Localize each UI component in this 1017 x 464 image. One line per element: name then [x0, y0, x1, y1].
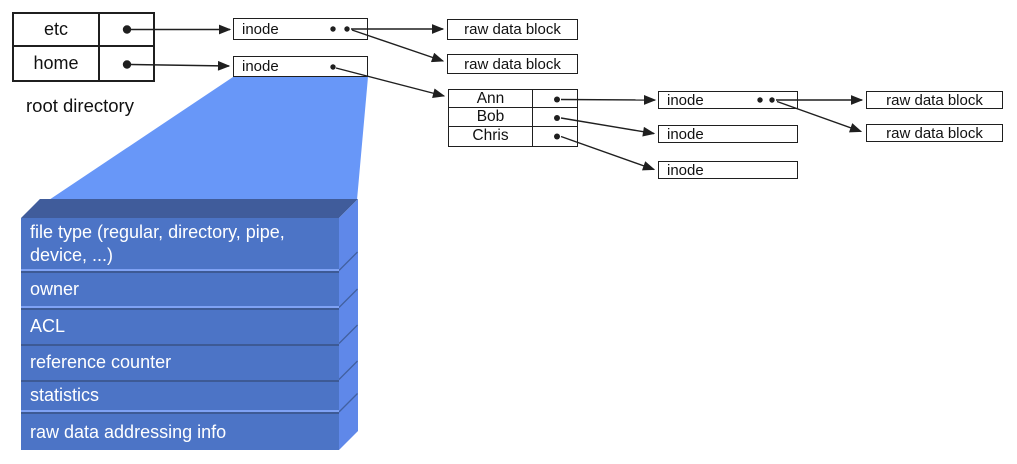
- dot-ann: [554, 96, 560, 103]
- directory-entry-name: etc: [14, 14, 100, 47]
- dot-inode2: [330, 64, 336, 70]
- inode-field-row: ACL: [21, 307, 339, 344]
- directory-entry-name: Bob: [449, 108, 533, 127]
- raw-data-block-box: raw data block: [866, 124, 1003, 142]
- inode-box: inode: [658, 125, 798, 143]
- raw-data-block-box: raw data block: [866, 91, 1003, 109]
- inode-box: inode: [233, 18, 368, 40]
- pointer-dots: [122, 25, 775, 140]
- pointer-cell: [100, 14, 153, 47]
- arrow-inode-to-rawblock-4: [776, 100, 863, 133]
- dot-etc: [122, 25, 132, 34]
- raw-data-block-box: raw data block: [447, 54, 578, 74]
- arrow-ann-to-inode: [560, 95, 657, 105]
- dot-inode3-a: [757, 97, 763, 103]
- arrow-chris-to-inode: [560, 135, 656, 171]
- home-directory-table: Ann Bob Chris: [448, 89, 578, 147]
- inode-field-row: reference counter: [21, 343, 339, 380]
- dot-bob: [554, 115, 560, 121]
- inode-structure-stack: file type (regular, directory, pipe, dev…: [21, 218, 339, 450]
- pointer-cell: [533, 108, 577, 127]
- pointer-cell: [100, 47, 153, 80]
- directory-entry-name: Chris: [449, 126, 533, 146]
- dot-inode1-b: [344, 26, 350, 32]
- magnifier-funnel: [22, 77, 368, 218]
- inode-field-row: raw data addressing info: [21, 412, 339, 450]
- directory-entry-name: Ann: [449, 90, 533, 109]
- inode-box: inode: [658, 91, 798, 109]
- pointer-cell: [533, 127, 577, 146]
- dot-home: [122, 60, 132, 69]
- dot-inode1-a: [330, 26, 336, 32]
- dot-inode3-b: [769, 97, 775, 103]
- dot-chris: [554, 133, 560, 140]
- arrow-home-to-inode: [130, 60, 231, 71]
- pointer-cell: [533, 90, 577, 109]
- inode-box: inode: [233, 56, 368, 77]
- stack-side-face: [339, 199, 358, 450]
- root-directory-label: root directory: [26, 95, 134, 116]
- raw-data-block-box: raw data block: [447, 19, 578, 40]
- inode-field-row: file type (regular, directory, pipe, dev…: [21, 218, 339, 269]
- inode-field-row: owner: [21, 270, 339, 306]
- stack-side-divider-lines: [338, 251, 358, 413]
- root-directory-table: etc home: [12, 12, 155, 82]
- inode-box: inode: [658, 161, 798, 179]
- stack-top-face: [21, 199, 358, 218]
- directory-entry-name: home: [14, 47, 100, 80]
- inode-field-row: statistics: [21, 379, 339, 410]
- arrow-inode-to-homedir: [335, 67, 446, 98]
- arrow-bob-to-inode: [560, 117, 656, 137]
